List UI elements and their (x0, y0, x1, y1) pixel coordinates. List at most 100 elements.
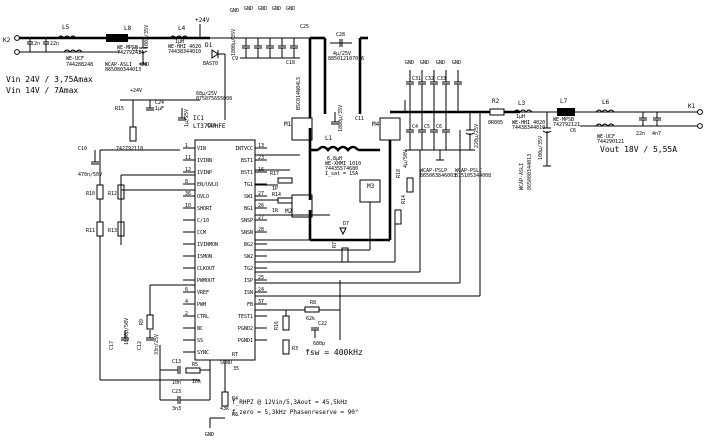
r8-label: R8 (310, 300, 316, 306)
l3-code: WE-HHI 4020 (512, 120, 545, 126)
ic1-right-pin-name: TEST1 (238, 314, 253, 320)
ic1-left-pin-name: NC (197, 326, 203, 332)
ground-symbol-1 (139, 60, 147, 65)
wecf2-num: 744290121 (597, 139, 624, 145)
ground-symbol-3 (436, 150, 444, 161)
c31-label: C31 (412, 76, 421, 82)
ic1-left-pin-name: ISMON (197, 254, 212, 260)
ic1-right-pin-number: 26 (258, 203, 264, 209)
c13-label: C13 (172, 359, 181, 365)
gnd-top4: GND (286, 6, 295, 12)
ic1-left-pin-name: C/10 (197, 218, 209, 224)
resistor-r17 (277, 177, 293, 184)
ic1-right-pin-name: BST1 (241, 170, 253, 176)
c6-val: 100µ/35V (538, 136, 544, 160)
l8-label: L8 (124, 25, 132, 32)
plus24v-label: +24V (195, 17, 210, 24)
c1-val-label: 1800µ/35V (231, 29, 237, 56)
c22-val-label: 680p (313, 341, 325, 347)
c11-label: C11 (355, 116, 364, 122)
mosfet-m2 (291, 194, 313, 218)
power-stage: M1 M2 BSC014N04LS M4 M3 L1 6,8µH WE-XHMI… (255, 77, 481, 297)
r16-label: R16 (274, 321, 280, 330)
ic1-left-pin-name: CCM (197, 230, 206, 236)
c14-part-label: 875075655008 (196, 96, 232, 102)
r14-val: 1R (272, 208, 279, 214)
cap-22n-out: 22n (636, 131, 645, 137)
k2-label: K2 (3, 37, 11, 44)
ic1-left-pin-number: 4 (185, 299, 188, 305)
m3-label: M3 (367, 183, 375, 190)
ic1-right-pin-name: SNSP (241, 218, 253, 224)
c28-part-label: 885012107016 (328, 56, 364, 62)
vin-spec2: Vin 14V / 7Amax (6, 86, 78, 95)
l1-part: 74435574680 (325, 166, 358, 172)
gnd-out4: GND (452, 60, 461, 66)
ic1-right-pin-name: BST1 (241, 158, 253, 164)
fzero-text: f_zero = 5,3kHz Phasenreserve = 90° (232, 409, 358, 416)
wecf-num-label: 744288248 (66, 62, 93, 68)
c22-label: C22 (318, 321, 327, 327)
gnd-top0: GND (230, 8, 239, 14)
ic1-right-pin-number: 23 (258, 155, 264, 161)
r7-label: R7 (332, 242, 338, 248)
l3-label: L3 (518, 100, 526, 107)
ic1-right-pin-name: TG1 (244, 182, 253, 188)
ic1-left-pin-name: IVINP (197, 170, 212, 176)
r12-label: R12 (108, 191, 117, 197)
r2-label: R2 (492, 98, 500, 105)
gnd-out1: GND (405, 60, 414, 66)
l1-val: 6,8µH (327, 156, 342, 162)
c4-label: C4 (412, 124, 418, 130)
ic1-left-pin-name: SS (197, 338, 203, 344)
c17-label: C17 (109, 341, 115, 350)
l8-part-label: WE-MPSB (117, 45, 138, 51)
r6-label: R6 (232, 412, 238, 418)
c23-label: C23 (172, 389, 181, 395)
c33-label: C33 (437, 76, 446, 82)
l1-label: L1 (325, 135, 333, 142)
ic1-right-pin-name: PGND1 (238, 338, 253, 344)
ic1-left-pin-name: CTRL (197, 314, 209, 320)
inductor-l5 (57, 35, 77, 39)
c2-part-label: 865080344013 (105, 67, 141, 73)
l3-part: 74438344010 (512, 125, 545, 131)
ic1-right-pin-number: 25 (258, 275, 264, 281)
c7-num: 875105344008 (455, 173, 491, 179)
l7-part: 742792121 (553, 122, 580, 128)
c10-label: C10 (78, 146, 87, 152)
output-filter: R2 0R005 L3 1µH WE-HHI 4020 74438344010 … (488, 98, 703, 190)
ic1-pin-sgnd: SGND (220, 360, 232, 366)
ic1-left-pin-name: EN/UVLO (197, 182, 218, 188)
resistor-r15 (129, 126, 137, 142)
ic1-right-pin-name: ISP (244, 278, 253, 284)
mosfet-m4 (379, 117, 401, 141)
ic1-left-pin-number: 6 (185, 287, 188, 293)
resistor-r14b (394, 209, 402, 225)
ic1-left-pins: VIN1IVINN11IVINP12EN/UVLO8OVLO36SHORT10C… (183, 143, 218, 356)
ic1-right-pin-name: TG2 (244, 266, 253, 272)
ic1-right-pin-name: BG2 (244, 242, 253, 248)
ic1-left-pin-name: VIN (197, 146, 206, 152)
d1-label: D1 (205, 42, 213, 49)
wecf2-label: WE-UCF (597, 134, 615, 140)
ic1-right-pin-name: INTVCC (235, 146, 253, 152)
connector-k1-pin1 (697, 109, 703, 115)
ic1-left-pin-name: IVINMON (197, 242, 218, 248)
resistor-r3 (282, 339, 290, 355)
c9-label: C9 (232, 56, 238, 62)
d7-label: D7 (343, 221, 349, 227)
c3-num: 865063846003 (420, 173, 456, 179)
l6-label: L6 (602, 99, 610, 106)
r10-label: R10 (86, 191, 95, 197)
ic1-left-pin-number: 2 (185, 311, 188, 317)
input-filter: K2 2n 22n L5 WE-UCF 744288248 L8 WE-MPSB… (3, 17, 226, 120)
ic1-left-pin-number: 36 (185, 191, 191, 197)
c6b-label: C6 (436, 124, 442, 130)
ic1-pin-rt: RT (232, 352, 238, 358)
resistor-r14 (277, 197, 293, 204)
wecf-label: WE-UCF (66, 56, 84, 62)
ic1-left-pin-name: PWMOUT (197, 278, 215, 284)
ic1-left-pin-name: OVLO (197, 194, 209, 200)
ic1-right-pin-number: 37 (258, 299, 264, 305)
